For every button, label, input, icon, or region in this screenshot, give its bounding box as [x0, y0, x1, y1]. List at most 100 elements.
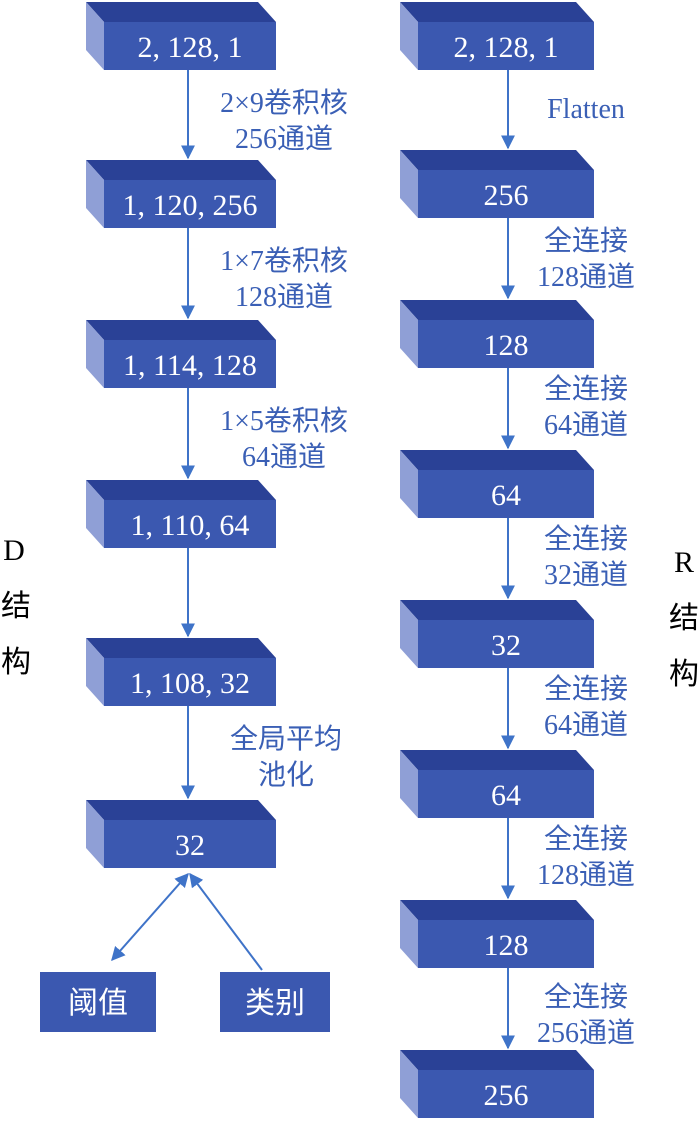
d-box-1: 2, 128, 1 [86, 2, 276, 70]
d-box-2-top-face [86, 160, 276, 180]
threshold-output-box-rect [40, 972, 156, 1032]
r-box-3-side-face [400, 300, 418, 368]
r-edge-label-6-line-2: 128通道 [537, 859, 635, 891]
d-box-6-top-face [86, 800, 276, 820]
d-box-6-side-face [86, 800, 104, 868]
r-edge-label-4-line-1: 全连接 [544, 523, 628, 555]
r-edge-label-7-line-1: 全连接 [544, 981, 628, 1013]
r-box-1: 2, 128, 1 [400, 2, 594, 70]
r-edge-label-2-line-2: 128通道 [537, 261, 635, 293]
r-box-4-label: 64 [491, 479, 521, 512]
r-box-7-top-face [400, 900, 594, 920]
r-box-3-top-face [400, 300, 594, 320]
category-output-box-label: 类别 [245, 987, 305, 1020]
d-box-5-top-face [86, 638, 276, 658]
d-side-label-3: 构 [1, 646, 31, 679]
r-box-6-side-face [400, 750, 418, 818]
d-box-6-label: 32 [175, 829, 205, 862]
d-box-3-front-face [104, 340, 276, 388]
d-edge-label-1-line-2: 256通道 [235, 123, 333, 155]
r-box-3-front-face [418, 320, 594, 368]
category-output-box-rect [220, 972, 330, 1032]
d-box-2-label: 1, 120, 256 [123, 189, 258, 222]
d-box-4: 1, 110, 64 [86, 480, 276, 548]
r-edge-label-1-line-1: Flatten [547, 94, 625, 125]
r-box-4-top-face [400, 450, 594, 470]
category-arrow [189, 872, 263, 971]
d-edge-label-3-line-1: 1×5卷积核 [220, 405, 348, 437]
d-box-3-label: 1, 114, 128 [123, 349, 257, 382]
r-box-5-front-face [418, 620, 594, 668]
d-edge-label-2-line-2: 128通道 [235, 281, 333, 313]
r-box-8-label: 256 [484, 1079, 529, 1112]
r-box-5-label: 32 [491, 629, 521, 662]
d-box-4-top-face [86, 480, 276, 500]
d-box-1-side-face [86, 2, 104, 70]
r-edge-label-4-line-2: 32通道 [544, 559, 628, 591]
r-edge-label-5-line-2: 64通道 [544, 709, 628, 741]
r-box-3: 128 [400, 300, 594, 368]
r-box-4-front-face [418, 470, 594, 518]
r-box-2-label: 256 [484, 179, 529, 212]
r-box-6-top-face [400, 750, 594, 770]
r-box-5-top-face [400, 600, 594, 620]
d-box-4-side-face [86, 480, 104, 548]
d-structure-column: 2, 128, 1 1, 120, 256 1, 114, 128 1, 110, 6… [40, 2, 348, 1032]
r-box-1-front-face [418, 22, 594, 70]
d-box-2: 1, 120, 256 [86, 160, 276, 228]
d-box-1-top-face [86, 2, 276, 22]
r-box-6: 64 [400, 750, 594, 818]
r-box-2-front-face [418, 170, 594, 218]
d-box-1-front-face [104, 22, 276, 70]
r-edge-label-2-line-1: 全连接 [544, 225, 628, 257]
r-box-1-side-face [400, 2, 418, 70]
r-edge-label-7-line-2: 256通道 [537, 1017, 635, 1049]
r-box-7-label: 128 [484, 929, 529, 962]
d-edge-label-3-line-2: 64通道 [242, 441, 326, 473]
d-box-1-label: 2, 128, 1 [138, 31, 243, 64]
d-box-5-label: 1, 108, 32 [130, 667, 250, 700]
d-edge-label-5-line-1: 全局平均 [230, 723, 342, 755]
d-box-2-front-face [104, 180, 276, 228]
r-box-8-front-face [418, 1070, 594, 1118]
d-box-5: 1, 108, 32 [86, 638, 276, 706]
r-side-label-3: 构 [669, 658, 699, 691]
d-edge-label-5-line-2: 池化 [258, 759, 314, 791]
threshold-output-box: 阈值 [40, 972, 156, 1032]
r-box-7-side-face [400, 900, 418, 968]
threshold-arrow [111, 872, 189, 962]
r-side-label-2: 结 [669, 602, 699, 635]
r-edge-label-3-line-1: 全连接 [544, 373, 628, 405]
d-edge-label-1-line-1: 2×9卷积核 [220, 87, 348, 119]
d-box-6-front-face [104, 820, 276, 868]
r-structure-column: 2, 128, 1 256 128 64 32 64 128 256 Flatten 全连接 128… [400, 2, 635, 1118]
d-box-3-top-face [86, 320, 276, 340]
category-output-box: 类别 [220, 972, 330, 1032]
r-box-2-side-face [400, 150, 418, 218]
r-box-6-front-face [418, 770, 594, 818]
d-box-5-side-face [86, 638, 104, 706]
r-box-1-top-face [400, 2, 594, 22]
r-box-2-top-face [400, 150, 594, 170]
r-box-7-front-face [418, 920, 594, 968]
d-box-3-side-face [86, 320, 104, 388]
d-box-4-label: 1, 110, 64 [131, 509, 250, 542]
d-box-4-front-face [104, 500, 276, 548]
r-box-4: 64 [400, 450, 594, 518]
r-box-8: 256 [400, 1050, 594, 1118]
r-box-7: 128 [400, 900, 594, 968]
r-edge-label-6-line-1: 全连接 [544, 823, 628, 855]
r-box-4-side-face [400, 450, 418, 518]
d-side-label-1: D [3, 534, 25, 567]
r-edge-label-5-line-1: 全连接 [544, 673, 628, 705]
r-box-2: 256 [400, 150, 594, 218]
r-box-5-side-face [400, 600, 418, 668]
r-box-8-side-face [400, 1050, 418, 1118]
r-box-5: 32 [400, 600, 594, 668]
r-side-label-1: R [674, 546, 694, 579]
threshold-output-box-label: 阈值 [68, 987, 128, 1020]
d-box-5-front-face [104, 658, 276, 706]
d-side-label-2: 结 [1, 590, 31, 623]
r-edge-label-3-line-2: 64通道 [544, 409, 628, 441]
